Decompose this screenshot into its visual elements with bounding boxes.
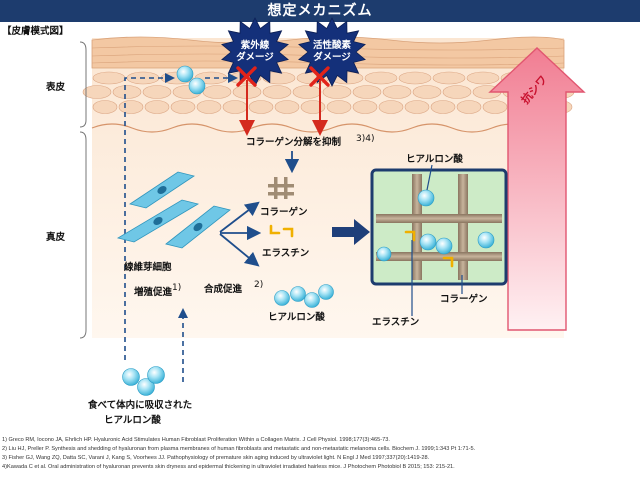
zoom-elastin-label: エラスチン	[372, 317, 419, 328]
epidermis-cell	[322, 85, 352, 99]
epidermis-cell	[118, 100, 144, 114]
section-label: 【皮膚模式図】	[2, 25, 69, 37]
reference-3: 3) Fisher GJ, Wang ZQ, Datta SC, Varani …	[2, 455, 430, 461]
fibroblast-cells	[116, 171, 231, 249]
uv-label-2: ダメージ	[236, 51, 274, 63]
basement-membrane	[91, 123, 565, 133]
epidermis-cell	[274, 100, 300, 114]
ros-label-2: ダメージ	[313, 51, 351, 63]
ingested-label-2: ヒアルロン酸	[104, 414, 161, 426]
epidermis-cell	[196, 100, 222, 114]
epidermis-cell	[456, 100, 482, 114]
matrix-zoom-box	[370, 168, 508, 286]
proliferation-ref: 1)	[172, 283, 181, 293]
epidermis-cell	[352, 85, 382, 99]
proliferation-label: 増殖促進	[134, 286, 173, 298]
layer-brackets	[79, 41, 87, 339]
epidermis-cell	[382, 85, 412, 99]
zoom-hyaluronic-pointer	[426, 164, 433, 191]
ros-label-1: 活性酸素	[313, 39, 352, 51]
zoom-arrow	[332, 219, 370, 245]
hyaluronic-product-label: ヒアルロン酸	[268, 311, 325, 323]
epidermis-cell	[404, 100, 430, 114]
synthesis-ref: 2)	[254, 280, 263, 290]
block-x-icon	[236, 66, 330, 87]
epidermis-cell	[92, 100, 118, 114]
dermis-label: 真皮	[46, 231, 66, 243]
synthesis-label: 合成促進	[204, 283, 243, 295]
epidermis-cell	[482, 100, 508, 114]
epidermis-cell	[412, 85, 442, 99]
hyaluronic-beads-product	[274, 284, 334, 308]
hyaluronic-beads-ingested	[122, 366, 165, 396]
epidermis-cell	[364, 71, 398, 85]
reference-1: 1) Greco RM, Iocono JA, Ehrlich HP. Hyal…	[2, 437, 390, 443]
absorption-path	[124, 73, 238, 382]
collagen-breakdown-label: コラーゲン分解を抑制	[246, 136, 342, 148]
elastin-label: エラスチン	[262, 248, 309, 259]
epidermis-cell	[378, 100, 404, 114]
references: 1) Greco RM, Iocono JA, Ehrlich HP. Hyal…	[2, 436, 638, 472]
epidermis-cell	[326, 100, 352, 114]
epidermis-cell	[248, 100, 274, 114]
epidermis-cell	[300, 100, 326, 114]
collagen-label: コラーゲン	[260, 206, 308, 218]
collagen-breakdown-ref: 3)4)	[356, 134, 374, 144]
ros-damage-burst: 活性酸素 ダメージ	[298, 17, 366, 87]
epidermis-cell	[222, 100, 248, 114]
hyaluronic-beads-epidermis	[176, 65, 206, 95]
reference-2: 2) Liu HJ, Preller P. Synthesis and shed…	[2, 446, 476, 452]
epidermis-cell	[112, 85, 142, 99]
reference-4: 4)Kawada C et al. Oral administration of…	[2, 464, 455, 470]
epidermis-cell	[292, 85, 322, 99]
epidermis-cell	[466, 71, 500, 85]
zoom-collagen-label: コラーゲン	[440, 293, 488, 305]
elastin-fiber-icon	[269, 224, 294, 238]
synthesis-arrows	[219, 201, 262, 267]
epidermis-cell	[432, 71, 466, 85]
ingested-label-1: 食べて体内に吸収された	[87, 399, 192, 411]
epidermis-cell	[142, 85, 172, 99]
fibroblast-label: 線維芽細胞	[124, 261, 172, 273]
zoom-hyaluronic-label: ヒアルロン酸	[406, 153, 463, 165]
epidermis-cell	[430, 100, 456, 114]
epidermis-cell	[398, 71, 432, 85]
epidermis-cell	[352, 100, 378, 114]
epidermis-cell	[442, 85, 472, 99]
epidermis-cell	[92, 71, 126, 85]
collagen-fiber-icon	[268, 177, 294, 199]
damage-arrows	[239, 80, 328, 136]
epidermis-cell	[82, 85, 112, 99]
uv-label-1: 紫外線	[241, 39, 270, 51]
epidermis-cell	[144, 100, 170, 114]
epidermis-label: 表皮	[45, 81, 66, 93]
epidermis-cell	[170, 100, 196, 114]
anti-wrinkle-arrow: 抗シワ	[488, 47, 586, 331]
page-title: 想定メカニズム	[0, 0, 640, 22]
epidermis-cell	[262, 85, 292, 99]
epidermis-cell	[202, 85, 232, 99]
